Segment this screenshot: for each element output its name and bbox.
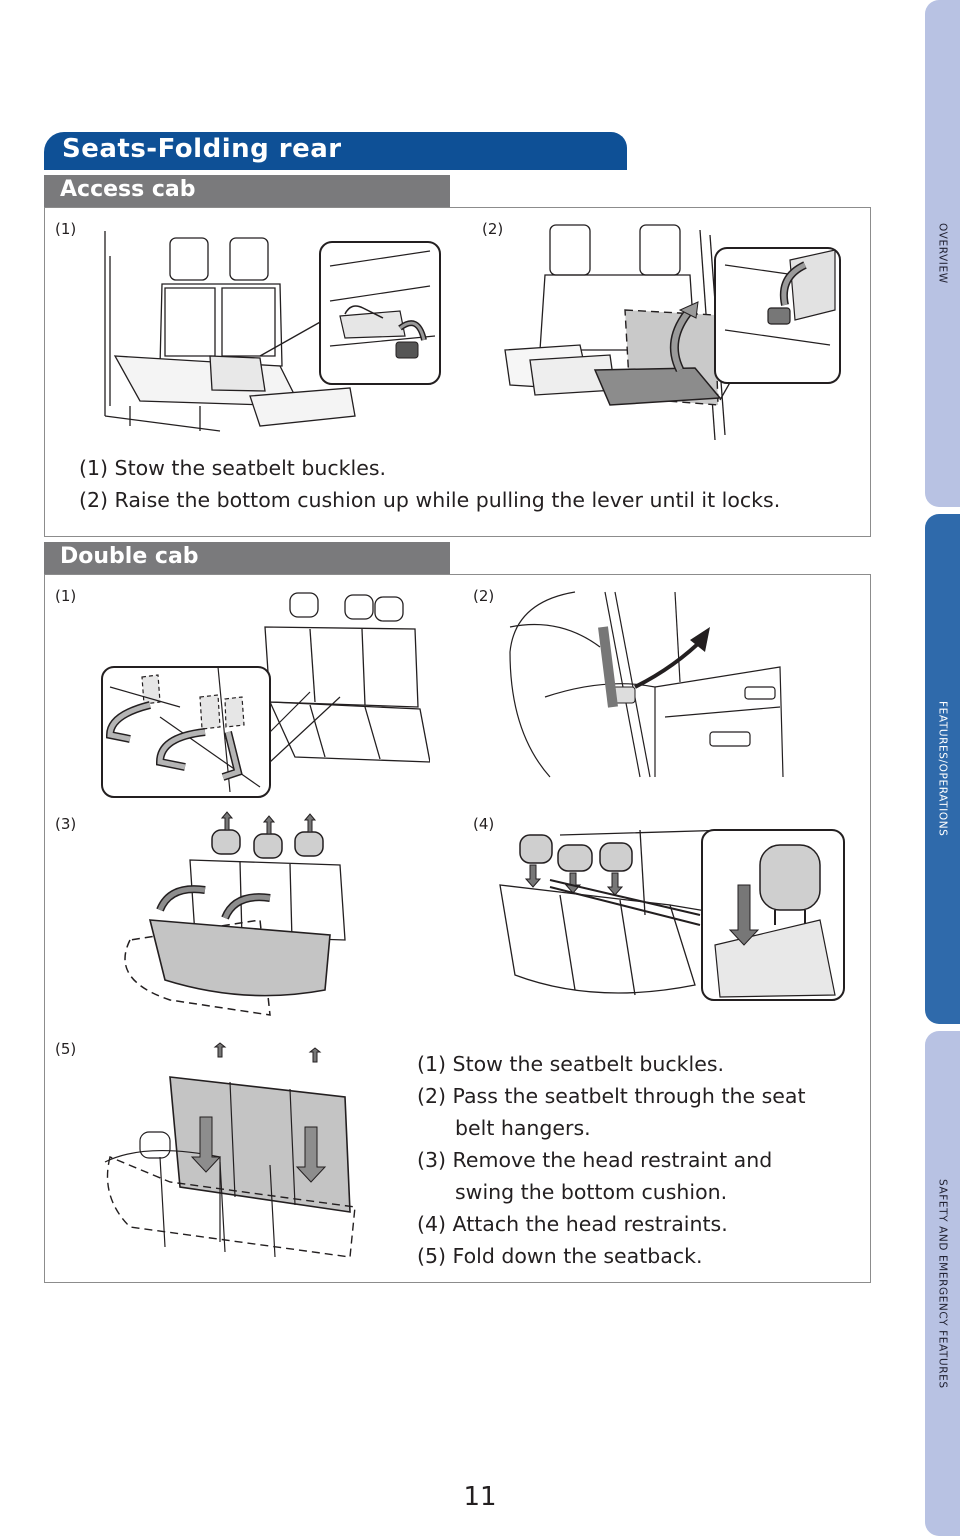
double-caption-1: (1) Stow the seatbelt buckles.	[417, 1052, 725, 1076]
double-caption-4: (4) Attach the head restraints.	[417, 1212, 728, 1236]
double-caption-3-cont: swing the bottom cushion.	[455, 1180, 728, 1204]
double-cab-heading: Double cab	[60, 544, 199, 569]
double-step-5-label: (5)	[55, 1040, 77, 1058]
tab-features-label: FEATURES/OPERATIONS	[936, 701, 949, 837]
access-caption-2: (2) Raise the bottom cushion up while pu…	[79, 488, 781, 512]
double-cab-seat-belt-hangers-illustration	[509, 591, 784, 778]
access-step-1-label: (1)	[55, 220, 77, 238]
access-cab-heading-bar: Access cab	[44, 175, 450, 207]
double-caption-3: (3) Remove the head restraint and	[417, 1148, 773, 1172]
double-step-2-label: (2)	[473, 587, 495, 605]
double-caption-5: (5) Fold down the seatback.	[417, 1244, 703, 1268]
double-step-3-label: (3)	[55, 815, 77, 833]
double-cab-attach-head-restraints-illustration	[499, 829, 845, 1001]
double-cab-stow-buckles-illustration	[101, 592, 430, 798]
access-step-2-label: (2)	[482, 220, 504, 238]
double-cab-heading-bar: Double cab	[44, 542, 450, 574]
page-number: 11	[463, 1482, 497, 1512]
double-cab-remove-head-restraint-illustration	[124, 811, 346, 1016]
access-cab-stow-buckles-illustration	[104, 231, 441, 432]
access-cab-instructions: (1) Stow the seatbelt buckles. (2) Raise…	[79, 452, 780, 516]
tab-safety-label: SAFETY AND EMERGENCY FEATURES	[936, 1178, 949, 1389]
access-caption-1: (1) Stow the seatbelt buckles.	[79, 456, 387, 480]
double-cab-fold-seatback-illustration	[104, 1042, 356, 1258]
access-cab-heading: Access cab	[60, 177, 196, 202]
tab-overview[interactable]: OVERVIEW	[925, 0, 960, 507]
page-title-banner: Seats-Folding rear	[44, 132, 627, 170]
tab-safety-emergency[interactable]: SAFETY AND EMERGENCY FEATURES	[925, 1031, 960, 1536]
tab-overview-label: OVERVIEW	[936, 223, 949, 284]
page-title: Seats-Folding rear	[62, 134, 342, 164]
double-caption-2: (2) Pass the seatbelt through the seat	[417, 1084, 806, 1108]
double-cab-panel: (1) (2) (3) (4) (5)	[44, 574, 871, 1283]
double-caption-2-cont: belt hangers.	[455, 1116, 591, 1140]
double-cab-instructions: (1) Stow the seatbelt buckles. (2) Pass …	[417, 1048, 805, 1272]
tab-features-operations[interactable]: FEATURES/OPERATIONS	[925, 514, 960, 1024]
double-step-1-label: (1)	[55, 587, 77, 605]
double-step-4-label: (4)	[473, 815, 495, 833]
access-cab-raise-cushion-illustration	[504, 224, 841, 441]
access-cab-panel: (1) (2)	[44, 207, 871, 537]
